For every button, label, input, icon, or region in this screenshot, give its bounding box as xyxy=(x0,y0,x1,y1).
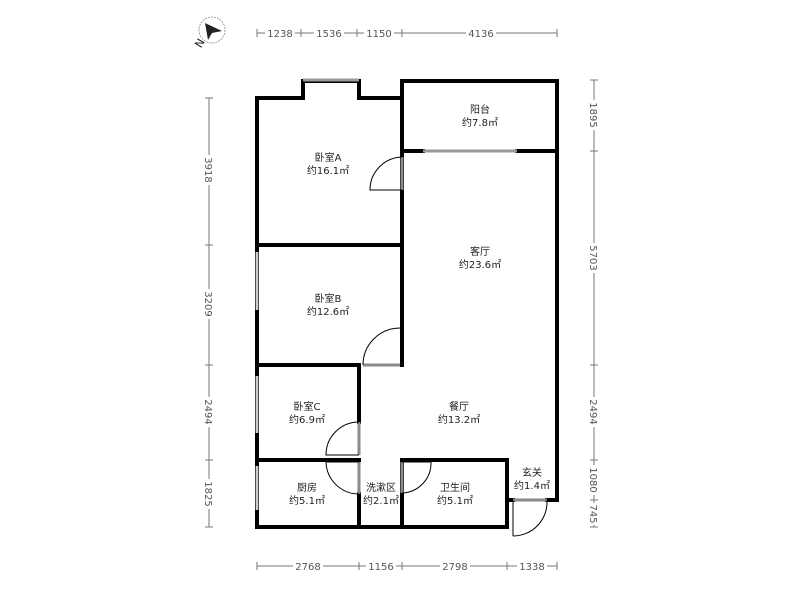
walls xyxy=(255,79,559,529)
compass-label: N xyxy=(192,36,207,50)
room-kitchen-name: 厨房 xyxy=(297,481,317,494)
dim-left-3: 2494 xyxy=(202,399,213,424)
windows xyxy=(255,78,517,510)
room-bedroom-a-name: 卧室A xyxy=(315,151,342,164)
room-kitchen-area: 约5.1㎡ xyxy=(289,494,325,507)
room-balcony-area: 约7.8㎡ xyxy=(462,116,498,129)
room-washroom-name: 洗漱区 xyxy=(366,482,396,494)
dim-left-2: 3209 xyxy=(202,291,213,316)
room-living-area: 约23.6㎡ xyxy=(459,258,501,271)
dimension-top: 1238 1536 1150 4136 xyxy=(256,26,558,40)
room-bathroom-area: 约5.1㎡ xyxy=(437,494,473,507)
dim-right-1: 1895 xyxy=(587,102,598,127)
dim-right-5: 745 xyxy=(587,504,598,523)
room-bedroom-a-area: 约16.1㎡ xyxy=(307,164,349,177)
compass-ring xyxy=(198,16,226,44)
dim-right-4: 1080 xyxy=(587,467,598,492)
room-entrance-name: 玄关 xyxy=(522,466,542,479)
north-arrow-icon xyxy=(205,23,222,40)
room-bedroom-c-area: 约6.9㎡ xyxy=(289,413,325,426)
room-living-name: 客厅 xyxy=(470,245,490,258)
dim-bottom-1: 2768 xyxy=(295,562,320,573)
dimension-right: 1895 5703 2494 1080 745 xyxy=(587,79,601,528)
dimension-bottom: 2768 1156 2798 1338 xyxy=(256,559,558,573)
room-bathroom-name: 卫生间 xyxy=(440,481,470,494)
dim-top-3: 1150 xyxy=(366,29,391,40)
room-washroom-area: 约2.1㎡ xyxy=(363,494,399,507)
dim-bottom-4: 1338 xyxy=(519,562,544,573)
compass: N xyxy=(192,16,226,50)
dim-right-3: 2494 xyxy=(587,399,598,424)
dim-top-4: 4136 xyxy=(468,29,493,40)
room-entrance-area: 约1.4㎡ xyxy=(514,479,550,492)
room-balcony-name: 阳台 xyxy=(470,103,490,116)
dimension-left: 3918 3209 2494 1825 xyxy=(202,97,216,528)
room-bedroom-b-name: 卧室B xyxy=(315,292,342,305)
dim-bottom-3: 2798 xyxy=(442,562,467,573)
room-dining-name: 餐厅 xyxy=(449,400,469,413)
dim-top-1: 1238 xyxy=(267,29,292,40)
room-labels: 卧室A 约16.1㎡ 阳台 约7.8㎡ 客厅 约23.6㎡ 卧室B 约12.6㎡… xyxy=(289,103,550,507)
dim-top-2: 1536 xyxy=(316,29,341,40)
dim-left-4: 1825 xyxy=(202,481,213,506)
room-bedroom-c-name: 卧室C xyxy=(294,400,321,413)
dim-right-2: 5703 xyxy=(587,245,598,270)
dim-bottom-2: 1156 xyxy=(368,562,393,573)
dim-left-1: 3918 xyxy=(202,157,213,182)
doors xyxy=(325,156,548,537)
room-bedroom-b-area: 约12.6㎡ xyxy=(307,305,349,318)
room-dining-area: 约13.2㎡ xyxy=(438,413,480,426)
